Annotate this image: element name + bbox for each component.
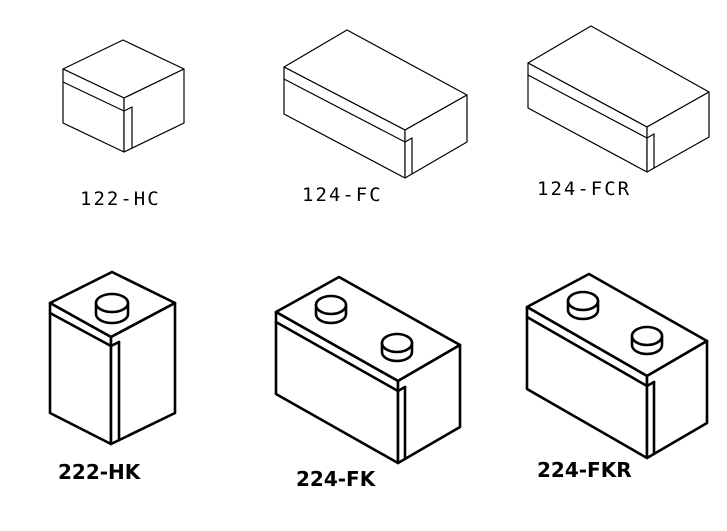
knob-224-fk-front	[380, 332, 414, 363]
knob-224-fkr-rear	[566, 290, 600, 321]
label-122-hc: 122-HC	[80, 188, 161, 210]
brick-124-fcr-drawing	[527, 25, 710, 173]
label-222-hk: 222-HK	[58, 460, 142, 484]
label-224-fk: 224-FK	[296, 467, 377, 491]
brick-224-fkr-drawing	[525, 272, 709, 460]
brick-124-fc-drawing	[283, 29, 468, 179]
brick-224-fk-drawing	[274, 275, 462, 465]
brick-122-hc-drawing	[62, 39, 185, 153]
knob-222-hk	[94, 292, 130, 325]
label-124-fcr: 124-FCR	[537, 178, 631, 200]
knob-224-fkr-front	[630, 325, 664, 356]
knob-224-fk-rear	[314, 294, 348, 325]
label-124-fc: 124-FC	[302, 184, 383, 206]
label-224-fkr: 224-FKR	[537, 458, 632, 482]
